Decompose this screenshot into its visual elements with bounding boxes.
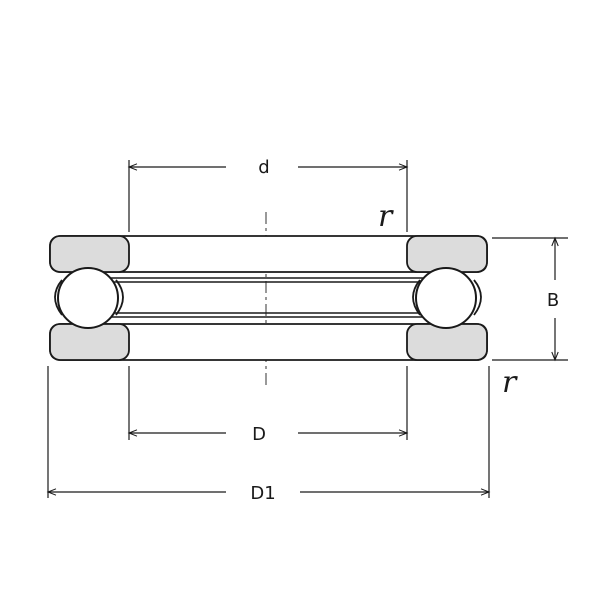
housing-washer <box>49 323 488 361</box>
dimension-D1-label: D1 <box>250 483 275 504</box>
dimension-B-label: B <box>547 290 559 311</box>
radius-label-top: r <box>378 199 394 234</box>
housing-washer-section-left <box>49 323 130 361</box>
dimension-d-label: d <box>258 157 269 178</box>
shaft-washer <box>49 235 488 273</box>
ball-left <box>57 267 119 329</box>
shaft-washer-section-right <box>406 235 488 273</box>
shaft-washer-section-left <box>49 235 130 273</box>
dimension-D-label: D <box>252 424 266 445</box>
housing-washer-section-right <box>406 323 488 361</box>
ball-right <box>415 267 477 329</box>
dimension-d: d <box>127 157 409 232</box>
dimension-D1: D1 <box>46 366 491 504</box>
dimension-B: B <box>492 236 568 362</box>
radius-label-bottom: r <box>502 365 518 400</box>
dimension-D: D <box>127 366 409 445</box>
